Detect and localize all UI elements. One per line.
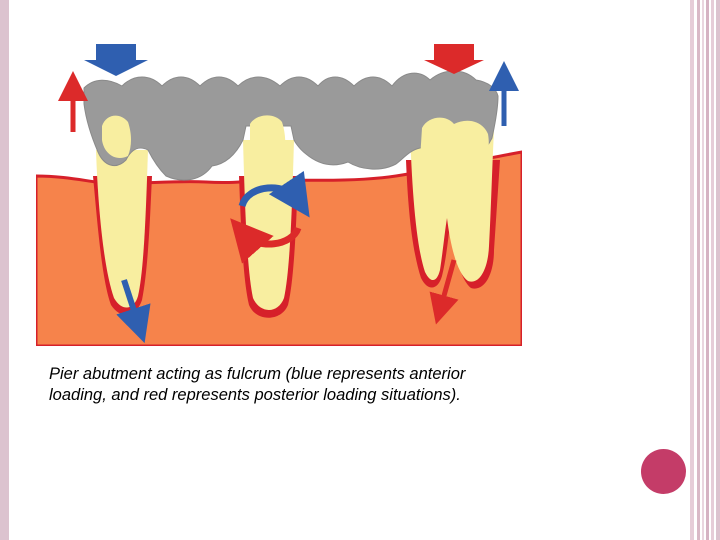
left-crown-highlight [102, 115, 131, 159]
figure-caption: Pier abutment acting as fulcrum (blue re… [49, 365, 466, 404]
right-crown-highlight [420, 117, 489, 160]
right-abutment-tooth [410, 130, 494, 282]
slide-accent-circle [641, 449, 686, 494]
blue-load-arrow-icon [84, 44, 148, 76]
blue-rotation-arrow-icon [238, 170, 310, 218]
middle-crown-highlight [250, 115, 286, 158]
left-abutment-tooth [96, 150, 148, 308]
slide-right-border [690, 0, 720, 540]
red-root-arrow-icon [429, 259, 459, 325]
red-rotation-arrow-icon [230, 218, 302, 264]
blue-root-arrow-icon [116, 279, 151, 344]
red-load-arrow-icon [424, 44, 484, 74]
pier-abutment-diagram [36, 44, 522, 346]
slide-left-border [0, 0, 9, 540]
